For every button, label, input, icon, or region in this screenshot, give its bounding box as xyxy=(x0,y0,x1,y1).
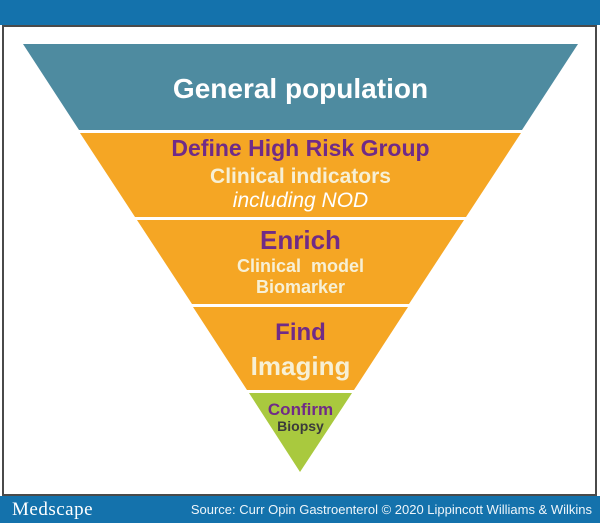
label-find: Find xyxy=(275,319,326,346)
footer-bar: Medscape Source: Curr Opin Gastroenterol… xyxy=(0,496,600,523)
top-blue-bar xyxy=(0,0,600,25)
medscape-logo: Medscape xyxy=(12,498,94,520)
label-imaging: Imaging xyxy=(250,351,351,381)
label-biopsy: Biopsy xyxy=(277,418,324,434)
label-biomarker: Biomarker xyxy=(255,277,346,297)
tier-shape-enrich xyxy=(137,220,464,304)
label-general-population: General population xyxy=(172,73,429,104)
label-define-high-risk-group: Define High Risk Group xyxy=(171,135,430,161)
funnel-diagram: General population Define High Risk Grou… xyxy=(23,44,578,472)
tier-shape-general-population xyxy=(23,44,578,130)
label-including-nod: including NOD xyxy=(232,189,369,212)
label-clinical-indicators: Clinical indicators xyxy=(210,165,391,188)
tier-shape-define-high-risk-group xyxy=(80,133,521,217)
source-attribution-text: Source: Curr Opin Gastroenterol © 2020 L… xyxy=(190,502,592,517)
label-clinical-model: Clinical model xyxy=(236,256,365,276)
label-confirm: Confirm xyxy=(267,400,334,419)
label-enrich: Enrich xyxy=(260,225,341,255)
